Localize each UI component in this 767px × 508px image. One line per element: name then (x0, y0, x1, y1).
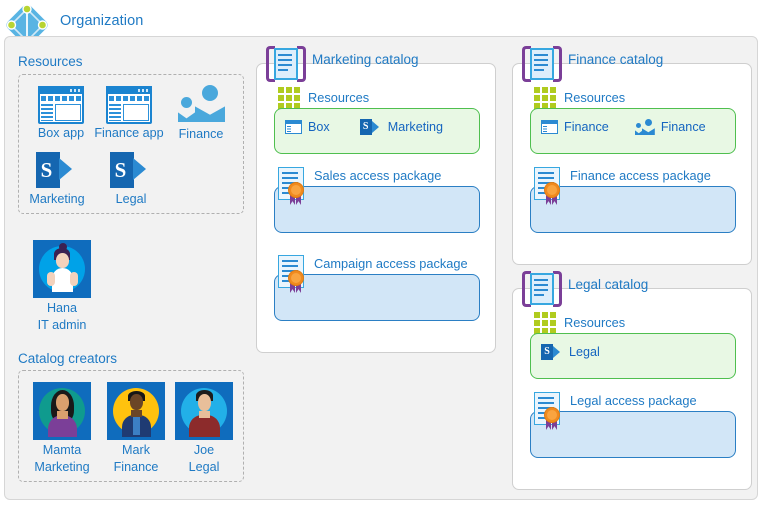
sharepoint-icon: S (541, 344, 563, 360)
access-package-finance[interactable]: Finance access package (530, 167, 736, 233)
catalog-resource-finance-group[interactable]: Finance (634, 119, 706, 135)
catalog-finance[interactable]: Finance catalog Resources Finance Financ… (512, 45, 752, 265)
avatar-icon (33, 382, 91, 440)
catalog-resources-box: Finance Finance (530, 108, 736, 154)
catalog-title: Finance catalog (568, 52, 664, 67)
resource-finance-group[interactable]: Finance (166, 85, 236, 141)
access-package-body (530, 411, 736, 458)
catalog-resource-label: Box (308, 120, 330, 134)
catalog-creators-label: Catalog creators (18, 351, 118, 366)
sharepoint-icon: S (36, 150, 78, 190)
organization-title: Organization (60, 13, 144, 29)
catalog-resources-header: Resources (534, 87, 694, 111)
access-package-title: Sales access package (314, 168, 442, 183)
catalog-resource-label: Legal (569, 345, 600, 359)
catalog-resource-box[interactable]: Box (285, 120, 330, 134)
grid-nine-icon (534, 312, 556, 334)
resource-label: Marketing (29, 192, 85, 206)
access-package-certificate-icon (534, 392, 568, 432)
catalog-resources-label: Resources (564, 90, 626, 105)
person-role: Finance (113, 460, 159, 474)
person-role: Legal (188, 460, 220, 474)
person-name: Hana (46, 301, 78, 315)
catalog-title: Legal catalog (568, 277, 649, 292)
access-package-certificate-icon (278, 167, 312, 207)
catalog-resource-legal[interactable]: S Legal (541, 344, 600, 360)
resource-finance-app[interactable]: Finance app (94, 86, 164, 140)
org-resources-group (18, 74, 244, 214)
catalog-document-icon (522, 270, 562, 308)
sharepoint-icon: S (110, 150, 152, 190)
catalog-resources-box: S Legal (530, 333, 736, 379)
avatar-icon (175, 382, 233, 440)
catalog-document-icon (522, 45, 562, 83)
catalog-resources-box: Box S Marketing (274, 108, 480, 154)
grid-nine-icon (534, 87, 556, 109)
person-role: IT admin (37, 318, 87, 332)
app-window-icon (285, 120, 302, 134)
avatar-icon (107, 382, 165, 440)
person-role: Marketing (34, 460, 90, 474)
group-people-icon (634, 119, 655, 135)
person-name: Mamta (42, 443, 82, 457)
catalog-resource-marketing[interactable]: S Marketing (359, 119, 443, 135)
resource-marketing-sharepoint[interactable]: S Marketing (22, 150, 92, 206)
resource-label: Finance app (94, 126, 164, 140)
avatar-icon (33, 240, 91, 298)
person-mamta-marketing[interactable]: Mamta Marketing (22, 382, 102, 474)
catalog-resource-label: Finance (564, 120, 609, 134)
catalog-resources-header: Resources (534, 312, 694, 336)
resource-label: Box app (37, 126, 85, 140)
access-package-title: Campaign access package (314, 256, 468, 271)
access-package-campaign[interactable]: Campaign access package (274, 255, 480, 321)
app-window-icon (541, 120, 558, 134)
catalog-document-icon (266, 45, 306, 83)
catalog-creators-group (18, 370, 244, 482)
org-resources-label: Resources (18, 54, 83, 69)
group-people-icon (178, 85, 225, 125)
access-package-body (530, 186, 736, 233)
resource-box-app[interactable]: Box app (26, 86, 96, 140)
catalog-marketing[interactable]: Marketing catalog Resources Box S Market… (256, 45, 496, 353)
person-name: Mark (122, 443, 150, 457)
access-package-body (274, 186, 480, 233)
access-package-sales[interactable]: Sales access package (274, 167, 480, 233)
person-name: Joe (193, 443, 215, 457)
sharepoint-icon: S (359, 119, 382, 135)
catalog-title: Marketing catalog (312, 52, 419, 67)
catalog-resource-label: Marketing (387, 120, 443, 134)
app-window-icon (106, 86, 152, 124)
catalog-legal[interactable]: Legal catalog Resources S Legal (512, 270, 752, 490)
app-window-icon (38, 86, 84, 124)
resource-label: Legal (115, 192, 147, 206)
catalog-resources-header: Resources (278, 87, 438, 111)
catalog-resource-label: Finance (660, 120, 706, 134)
access-package-body (274, 274, 480, 321)
access-package-legal[interactable]: Legal access package (530, 392, 736, 458)
resource-legal-sharepoint[interactable]: S Legal (96, 150, 166, 206)
access-package-certificate-icon (534, 167, 568, 207)
person-joe-legal[interactable]: Joe Legal (164, 382, 244, 474)
access-package-certificate-icon (278, 255, 312, 295)
grid-nine-icon (278, 87, 300, 109)
catalog-resources-label: Resources (308, 90, 370, 105)
catalog-resource-finance-app[interactable]: Finance (541, 120, 609, 134)
resource-label: Finance (178, 127, 224, 141)
person-mark-finance[interactable]: Mark Finance (96, 382, 176, 474)
access-package-title: Finance access package (570, 168, 711, 183)
person-hana-it-admin[interactable]: Hana IT admin (22, 240, 102, 332)
catalog-resources-label: Resources (564, 315, 626, 330)
access-package-title: Legal access package (570, 393, 697, 408)
